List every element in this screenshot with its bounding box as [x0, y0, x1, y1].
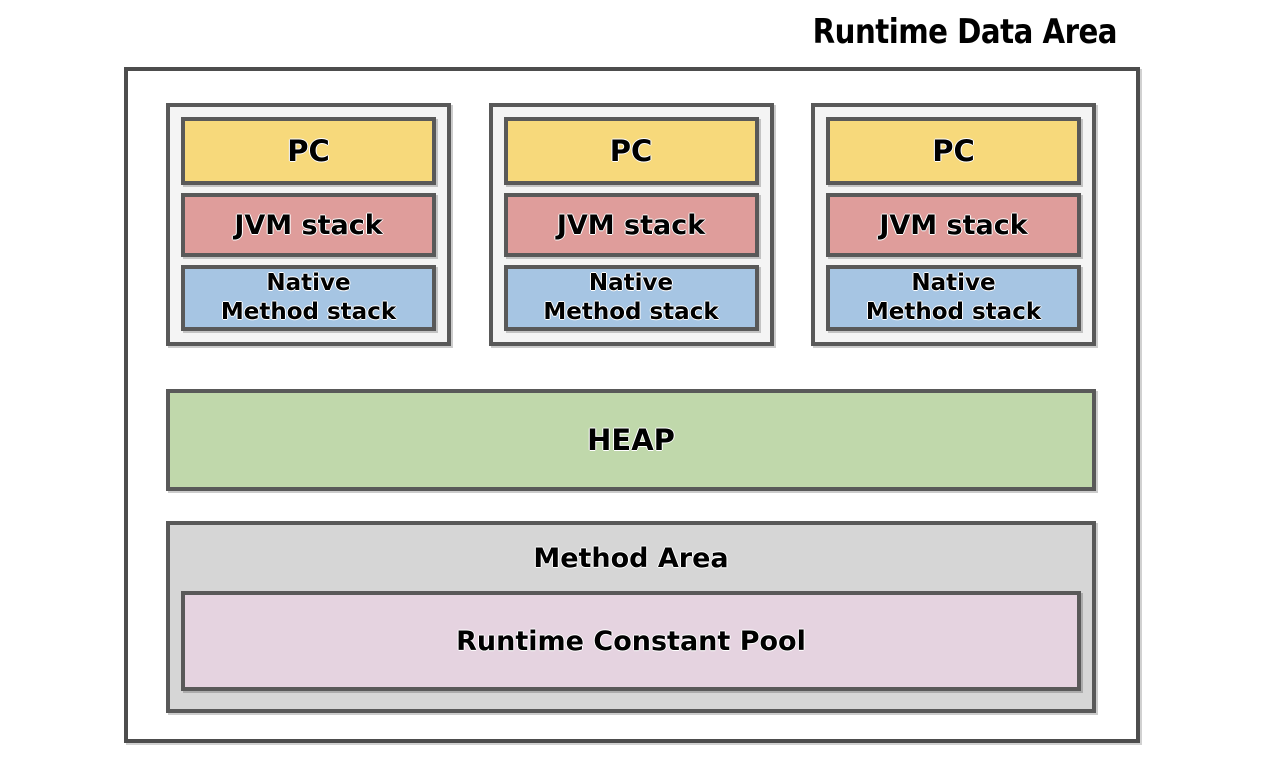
runtime-constant-pool-box: Runtime Constant Pool — [181, 591, 1081, 691]
jvm-stack-label: JVM stack — [556, 209, 706, 241]
native-method-stack-label-line1: Native — [911, 270, 996, 297]
pc-register-box-2: PC — [503, 117, 759, 185]
pc-label: PC — [287, 134, 330, 168]
jvm-stack-label: JVM stack — [879, 209, 1028, 241]
jvm-stack-box-2: JVM stack — [503, 193, 759, 257]
thread-box-2: PC JVM stack Native Method stack — [488, 103, 774, 346]
native-method-stack-label-line1: Native — [588, 270, 674, 297]
jvm-stack-label: JVM stack — [234, 209, 383, 241]
native-method-stack-label-line2: Method stack — [543, 299, 719, 325]
pc-register-box-1: PC — [181, 117, 436, 185]
method-area-box: Method Area Runtime Constant Pool — [166, 521, 1096, 713]
thread-box-1: PC JVM stack Native Method stack — [166, 103, 451, 346]
native-method-stack-box-2: Native Method stack — [503, 265, 759, 331]
native-method-stack-box-1: Native Method stack — [181, 265, 436, 331]
pc-label: PC — [932, 134, 975, 168]
pc-label: PC — [609, 134, 653, 168]
heap-label: HEAP — [587, 423, 675, 457]
heap-box: HEAP — [166, 389, 1096, 491]
jvm-stack-box-3: JVM stack — [826, 193, 1081, 257]
pc-register-box-3: PC — [826, 117, 1081, 185]
thread-row: PC JVM stack Native Method stack PC JVM … — [166, 103, 1096, 346]
method-area-label: Method Area — [533, 542, 729, 574]
thread-box-3: PC JVM stack Native Method stack — [811, 103, 1096, 346]
native-method-stack-label-line2: Method stack — [865, 299, 1042, 325]
runtime-constant-pool-label: Runtime Constant Pool — [456, 625, 806, 657]
jvm-stack-box-1: JVM stack — [181, 193, 436, 257]
native-method-stack-box-3: Native Method stack — [826, 265, 1081, 331]
native-method-stack-label-line1: Native — [266, 270, 351, 297]
native-method-stack-label-line2: Method stack — [220, 299, 397, 325]
runtime-data-area-frame: PC JVM stack Native Method stack PC JVM … — [124, 67, 1140, 743]
page-title: Runtime Data Area — [812, 12, 1118, 52]
